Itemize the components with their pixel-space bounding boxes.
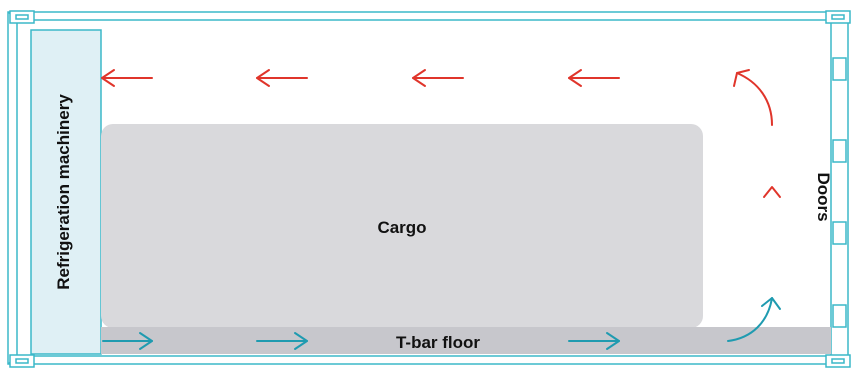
cold-air-curved-arrow [727, 297, 781, 342]
t-bar-floor [101, 327, 831, 354]
warm-air-arrow [412, 69, 464, 87]
cold-air-arrow [568, 332, 620, 350]
rising-air-arrow [763, 186, 781, 234]
warm-air-arrow [256, 69, 308, 87]
warm-air-curved-arrow [733, 69, 773, 126]
cargo-block [101, 124, 703, 328]
corner-castings [9, 10, 851, 368]
warm-air-arrow [101, 69, 153, 87]
door-hinge [832, 57, 847, 81]
cold-air-arrows [102, 297, 781, 350]
cold-air-arrow [256, 332, 308, 350]
cargo-label: Cargo [377, 218, 426, 237]
warm-air-arrow [568, 69, 620, 87]
door-hinge [832, 221, 847, 245]
refrigeration-machinery-label: Refrigeration machinery [54, 94, 73, 290]
cold-air-arrow [102, 332, 153, 350]
door-hinge [832, 304, 847, 328]
door-hinges [832, 57, 847, 328]
warm-air-arrows [101, 69, 773, 126]
doors-label: Doors [814, 172, 833, 221]
door-hinge [832, 139, 847, 163]
t-bar-floor-label: T-bar floor [396, 333, 480, 352]
